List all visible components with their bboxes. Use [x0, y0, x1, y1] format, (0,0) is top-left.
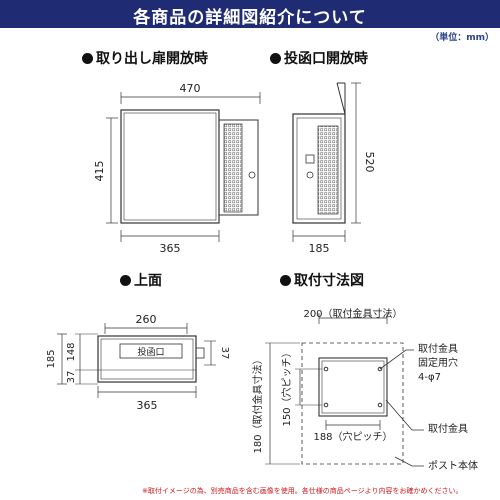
top-drawing: [57, 323, 216, 398]
label-body: ポスト本体: [428, 459, 478, 472]
dim-top-365: 365: [137, 399, 158, 412]
header-banner: 各商品の詳細図紹介について: [0, 0, 500, 28]
dim-185: 185: [309, 242, 330, 255]
dim-200: 200（取付金具寸法）: [303, 307, 402, 320]
unit-label: （単位：mm）: [430, 33, 494, 43]
section-door-open-title: 取り出し扉開放時: [82, 48, 208, 68]
section-top-title: 上面: [120, 270, 162, 290]
dim-148: 148: [66, 342, 77, 361]
bullet-icon: [120, 275, 131, 286]
slot-label: 投函口: [137, 346, 164, 358]
section-label: 上面: [134, 273, 162, 289]
bullet-icon: [280, 275, 291, 286]
dim-top-185: 185: [46, 349, 57, 368]
bullet-icon: [270, 53, 281, 64]
dim-180: 180（取付金具寸法）: [251, 354, 264, 453]
dim-520: 520: [363, 152, 376, 173]
door-open-drawing: [106, 92, 261, 242]
dim-37-left: 37: [66, 371, 77, 384]
label-bracket: 取付金具: [428, 422, 468, 435]
footnote: ※取付イメージの為、別売商品を含む画像を使用。各仕様の商品ページより内容をお確か…: [142, 487, 463, 495]
dim-470: 470: [180, 82, 201, 95]
label-holes-3: 4-φ7: [418, 372, 441, 383]
mount-drawing: [265, 313, 424, 467]
dim-37-right: 37: [219, 347, 230, 360]
page-title: 各商品の詳細図紹介について: [133, 8, 367, 28]
bullet-icon: [82, 53, 93, 64]
section-mount-title: 取付寸法図: [280, 270, 364, 290]
section-label: 取付寸法図: [294, 273, 364, 289]
section-slot-open-title: 投函口開放時: [270, 48, 368, 68]
dim-188: 188（穴ピッチ）: [313, 430, 392, 443]
dim-365: 365: [160, 242, 181, 255]
label-holes-1: 取付金具: [418, 342, 458, 355]
label-holes-2: 固定用穴: [418, 356, 458, 369]
dim-150: 150（穴ピッチ）: [280, 347, 293, 426]
dim-260: 260: [136, 313, 157, 326]
slot-open-drawing: [292, 82, 361, 242]
section-label: 投函口開放時: [284, 51, 368, 67]
section-label: 取り出し扉開放時: [96, 51, 208, 67]
dim-415: 415: [93, 161, 106, 182]
